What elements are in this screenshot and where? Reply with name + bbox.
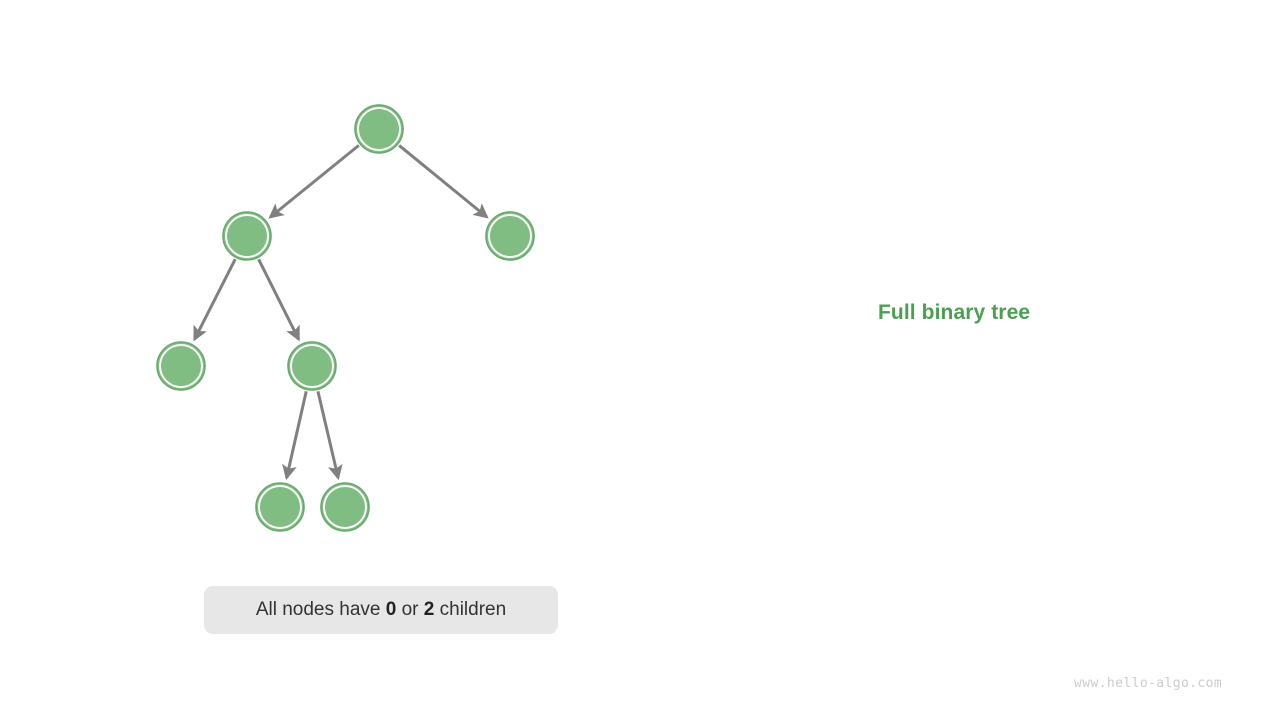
page-title: Full binary tree: [878, 301, 1031, 324]
tree-edge: [398, 144, 489, 219]
node-body: [325, 487, 365, 527]
caption-bold-two: 2: [423, 599, 435, 620]
node-gap-ring: [357, 107, 401, 151]
tree-edge: [316, 390, 343, 481]
caption-bold-zero: 0: [385, 599, 397, 620]
tree-node[interactable]: [156, 341, 206, 391]
tree-edge: [282, 391, 308, 481]
site-watermark: www.hello-algo.com: [1074, 676, 1223, 691]
tree-edge: [193, 258, 237, 342]
node-body: [292, 346, 332, 386]
node-body: [490, 216, 530, 256]
caption-badge: All nodes have 0 or 2 children: [204, 586, 558, 634]
tree-node[interactable]: [287, 341, 337, 391]
node-gap-ring: [323, 485, 367, 529]
node-gap-ring: [258, 485, 302, 529]
tree-node[interactable]: [320, 482, 370, 532]
node-gap-ring: [225, 214, 269, 258]
tree-node[interactable]: [354, 104, 404, 154]
tree-node[interactable]: [222, 211, 272, 261]
caption-middle: or: [396, 599, 424, 620]
tree-edge: [257, 258, 300, 342]
node-body: [260, 487, 300, 527]
node-gap-ring: [159, 344, 203, 388]
tree-edge: [268, 144, 360, 219]
edge-layer: [193, 144, 489, 481]
caption-prefix: All nodes have: [255, 599, 386, 620]
node-gap-ring: [488, 214, 532, 258]
node-gap-ring: [290, 344, 334, 388]
caption-text: All nodes have 0 or 2 children: [256, 599, 506, 621]
caption-suffix: children: [434, 599, 507, 620]
tree-node[interactable]: [255, 482, 305, 532]
node-body: [161, 346, 201, 386]
tree-node[interactable]: [485, 211, 535, 261]
node-body: [227, 216, 267, 256]
node-body: [359, 109, 399, 149]
node-layer: [156, 104, 535, 532]
